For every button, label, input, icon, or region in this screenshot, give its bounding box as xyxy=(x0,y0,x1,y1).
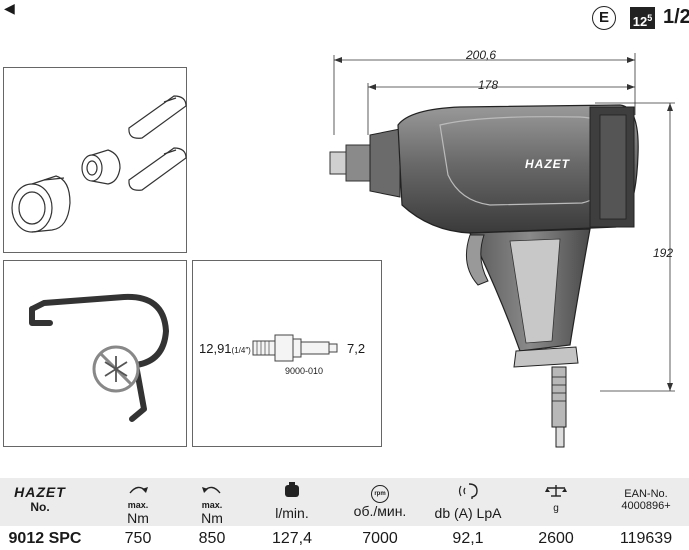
air-connector-drawing xyxy=(252,334,338,362)
drive-size-main: 12 xyxy=(632,14,648,29)
connector-panel: 12,91(1/4″) 7,2 9000-010 xyxy=(192,260,382,447)
frost-panel xyxy=(3,260,187,447)
impact-wrench-drawing xyxy=(329,53,675,448)
drive-size-icon: 125 xyxy=(630,7,655,29)
torque-cw-icon xyxy=(129,486,148,494)
weight-scale-icon xyxy=(545,485,567,497)
connector-part-number: 9000-010 xyxy=(285,366,324,376)
brand-logo: HAZET xyxy=(14,484,66,500)
air-consumption-icon xyxy=(285,482,299,497)
header-torque-ccw-sub: max. xyxy=(201,500,223,510)
accessories-panel xyxy=(3,67,187,253)
spec-table-header: HAZET No. max. Nm max. Nm l/min. rpm об.… xyxy=(0,478,689,526)
header-ean-prefix: 4000896+ xyxy=(621,500,671,512)
header-torque-cw-label: Nm xyxy=(127,510,149,526)
connector-left-fraction: (1/4″) xyxy=(231,346,251,355)
cell-rpm: 7000 xyxy=(362,530,398,547)
header-ean-label: EAN-No. xyxy=(624,488,668,500)
header-rpm-label: об./мин. xyxy=(353,503,407,519)
cell-ean: 119639 xyxy=(619,530,673,547)
connector-left-value: 12,91 xyxy=(199,341,232,356)
header-torque-ccw: max. Nm xyxy=(182,482,242,526)
cell-air: 127,4 xyxy=(271,530,313,547)
cell-weight: 2600 xyxy=(538,530,574,547)
header-ean: EAN-No. 4000896+ xyxy=(606,488,686,512)
header-no-label: No. xyxy=(30,500,50,514)
accessories-drawing xyxy=(11,95,187,233)
header-air: l/min. xyxy=(262,482,322,521)
torque-ccw-icon xyxy=(202,486,221,494)
cell-sound: 92,1 xyxy=(452,530,484,547)
connector-right-label: 7,2 xyxy=(347,341,366,356)
cell-article-no: 9012 SPC xyxy=(8,530,82,547)
rpm-icon-label: rpm xyxy=(374,491,386,497)
header-torque-cw-sub: max. xyxy=(127,500,149,510)
header-weight-label: g xyxy=(553,503,559,514)
tool-brand-logo: HAZET xyxy=(525,157,570,171)
spec-table-row: 9012 SPC 750 850 127,4 7000 92,1 2600 11… xyxy=(0,527,689,550)
sound-icon xyxy=(458,483,478,499)
header-air-label: l/min. xyxy=(275,505,309,521)
drive-size-sup: 5 xyxy=(647,13,653,23)
connector-left-label: 12,91(1/4″) xyxy=(199,341,251,356)
header-no: HAZET No. xyxy=(4,484,76,514)
spec-table: HAZET No. max. Nm max. Nm l/min. rpm об.… xyxy=(0,478,689,550)
rpm-icon: rpm xyxy=(371,485,389,503)
energy-e-icon: E xyxy=(592,6,616,30)
cell-torque-cw: 750 xyxy=(124,530,152,547)
header-torque-ccw-label: Nm xyxy=(201,510,223,526)
header-rpm: rpm об./мин. xyxy=(344,482,416,519)
cell-torque-ccw: 850 xyxy=(198,530,226,547)
dimension-body-length: 178 xyxy=(478,78,499,92)
frost-drawing xyxy=(29,293,169,422)
drive-fraction: 1/2″ xyxy=(663,6,689,28)
dimension-overall-length: 200,6 xyxy=(466,48,497,62)
header-sound-label: db (A) LpA xyxy=(434,505,502,521)
frost-icon xyxy=(92,345,140,393)
header-sound: db (A) LpA xyxy=(424,482,512,521)
back-arrow-icon[interactable]: ◀ xyxy=(4,0,15,16)
dimension-height: 192 xyxy=(653,246,674,260)
header-weight: g xyxy=(528,484,584,514)
header-torque-cw: max. Nm xyxy=(108,482,168,526)
